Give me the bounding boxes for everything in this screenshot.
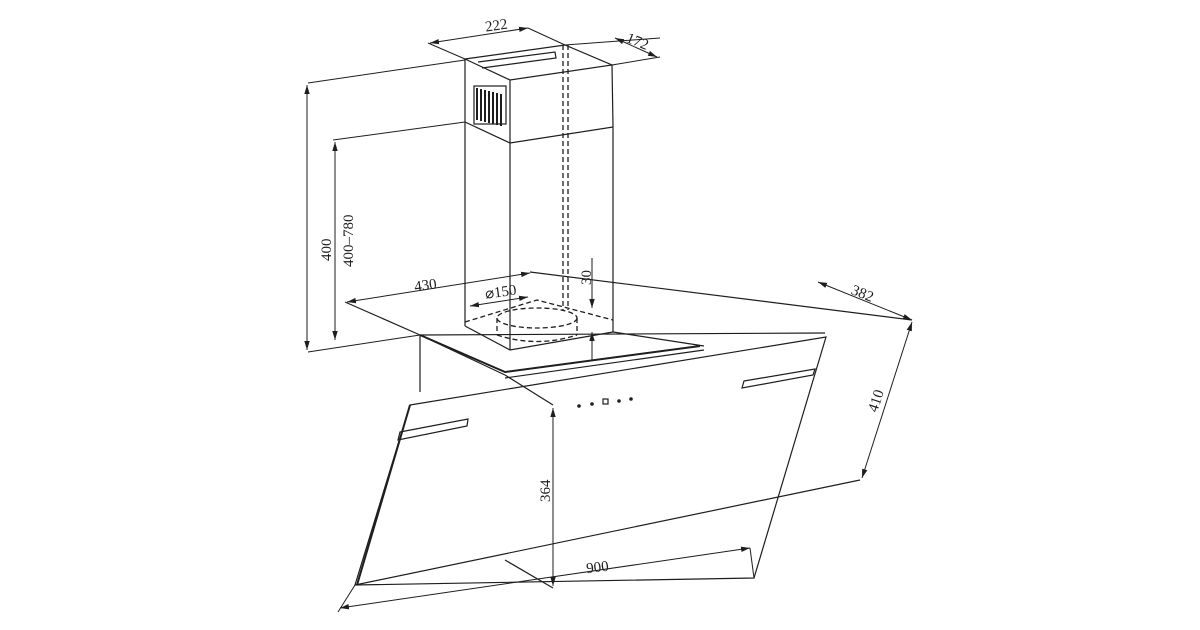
control-button-dot[interactable] <box>577 404 581 408</box>
control-buttons[interactable] <box>577 397 633 408</box>
dim-label-hood-depth: 382 <box>849 282 876 305</box>
chimney-upper <box>462 44 615 144</box>
dim-label-hood-width: 900 <box>585 559 609 578</box>
outlet-collar <box>464 299 614 343</box>
dim-label-lower-height: 400 <box>319 239 335 262</box>
dim-label-front-height: 364 <box>538 479 554 502</box>
dim-label-outlet-diameter: ⌀150 <box>484 282 517 302</box>
glass-panel <box>354 336 861 589</box>
control-button-square[interactable] <box>602 398 609 405</box>
left-handle-slot <box>397 418 469 441</box>
vent-grille-icon <box>473 85 507 126</box>
dim-label-height-range: 400–780 <box>341 215 357 268</box>
chimney-lower <box>464 45 614 351</box>
dim-label-chimney-depth: 172 <box>624 30 651 53</box>
dim-label-top-width: 430 <box>413 276 438 295</box>
dimension-lines <box>304 26 913 613</box>
dim-label-glass-height: 410 <box>866 388 888 414</box>
control-button-dot[interactable] <box>590 402 594 406</box>
control-button-dot[interactable] <box>617 399 621 403</box>
right-handle-slot <box>741 368 816 389</box>
dim-label-chimney-width: 222 <box>484 17 509 36</box>
control-button-dot[interactable] <box>629 397 633 401</box>
dim-label-outlet-offset: 30 <box>579 270 595 285</box>
